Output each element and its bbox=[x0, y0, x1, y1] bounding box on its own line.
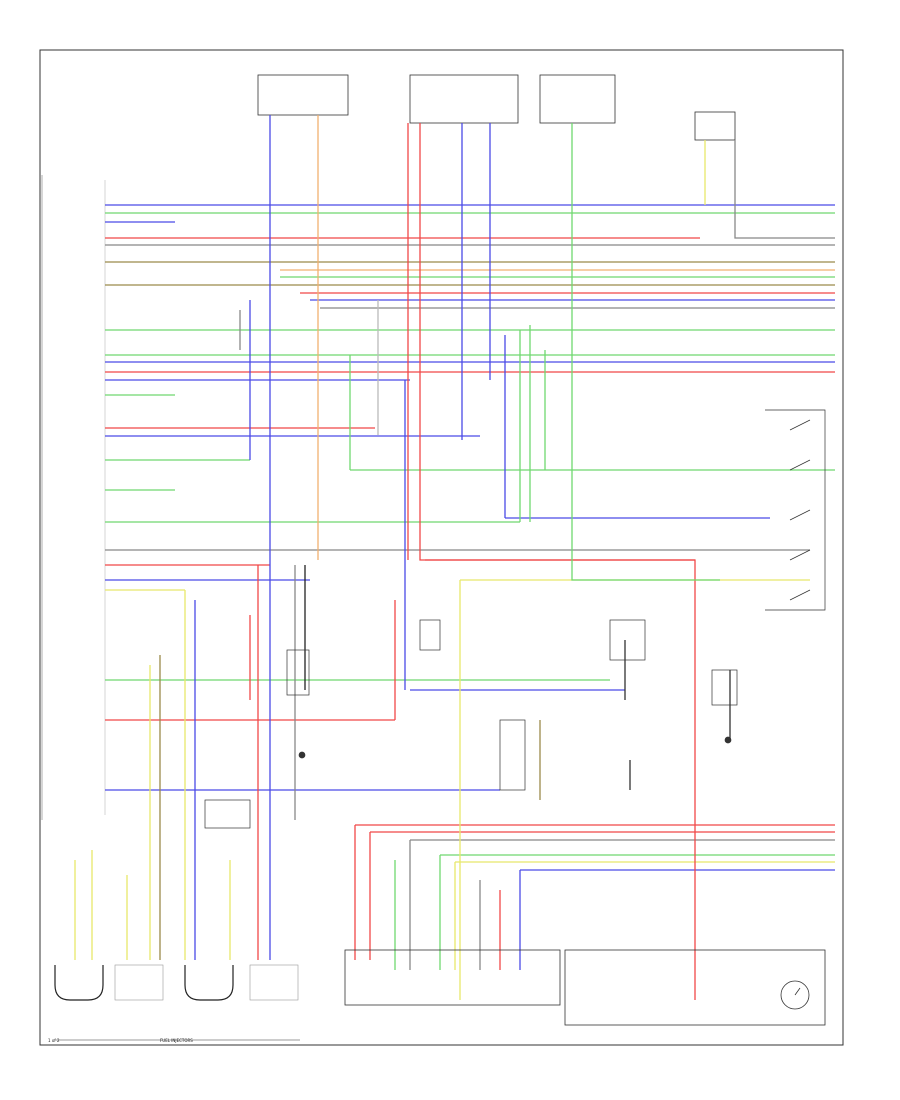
page-number: 1 of 2 bbox=[48, 1038, 60, 1043]
vertical-wires bbox=[74, 115, 835, 1000]
fuel-injectors bbox=[54, 964, 299, 1001]
fuel-injector-3 bbox=[184, 965, 234, 1001]
diagram-border bbox=[39, 49, 844, 1046]
fuel-injector-1 bbox=[54, 965, 104, 1001]
footer-caption: FUEL INJECTORS bbox=[160, 1038, 193, 1043]
underdash-fuse-box bbox=[409, 74, 519, 124]
main-relay-component bbox=[694, 111, 736, 141]
switch-assembly bbox=[765, 409, 826, 611]
mid-components bbox=[204, 619, 738, 829]
bottom-modules bbox=[344, 949, 826, 1026]
fuel-injector-4 bbox=[249, 964, 299, 1001]
fuel-injector-2 bbox=[114, 964, 164, 1001]
ignition-fuse-box bbox=[539, 74, 616, 124]
underhood-fuse-box bbox=[257, 74, 349, 116]
connector-wires bbox=[105, 204, 835, 871]
